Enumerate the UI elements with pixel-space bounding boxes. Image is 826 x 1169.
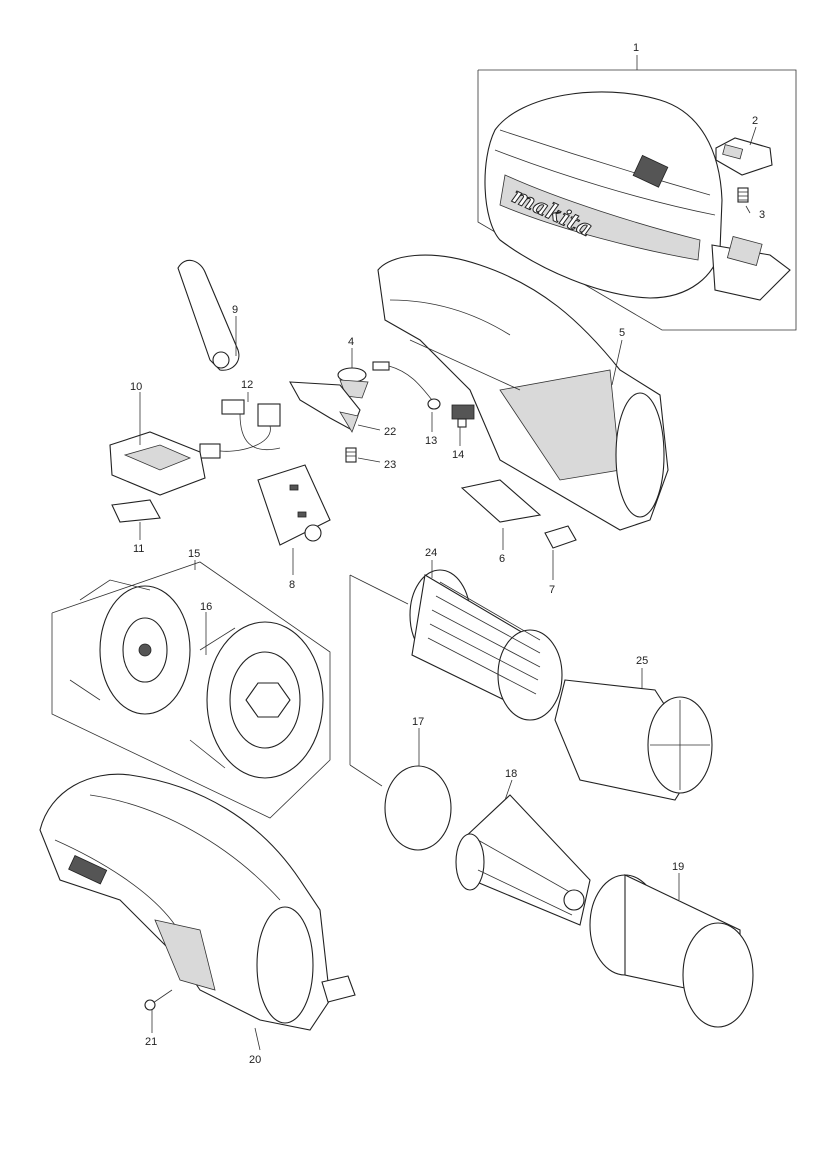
assembly-box-15 [51,561,331,819]
part-terminal [451,404,475,428]
label-part-19: 19 [672,861,684,873]
label-part-15: 15 [188,548,200,560]
label-part-13: 13 [425,435,437,447]
label-part-9: 9 [232,304,238,316]
label-part-11: 11 [133,543,144,555]
part-sponge-filter [554,679,713,801]
label-part-17: 17 [412,716,424,728]
part-label-large [460,479,542,523]
part-wire-lead [372,361,441,410]
label-part-23: 23 [384,459,396,471]
label-part-5: 5 [619,327,625,339]
label-part-3: 3 [759,209,765,221]
part-motor-housing [189,621,324,779]
part-cyclone-cage [455,794,591,926]
part-switch-assembly [199,399,281,459]
label-part-2: 2 [752,115,758,127]
part-battery-terminal [109,431,206,496]
label-part-10: 10 [130,381,142,393]
part-screw [144,989,173,1011]
label-part-16: 16 [200,601,212,613]
part-spring-switch [345,447,357,463]
part-switch-plate [257,464,331,546]
label-part-21: 21 [145,1036,157,1048]
part-switch-bracket [289,381,361,433]
label-part-22: 22 [384,426,396,438]
label-part-1: 1 [633,42,639,54]
assembly-box-1 [477,69,797,331]
part-latch [544,525,577,549]
label-part-6: 6 [499,553,505,565]
part-pleated-filter [409,569,563,721]
part-dust-cup [589,874,754,1028]
label-part-12: 12 [241,379,253,391]
label-part-24: 24 [425,547,437,559]
part-button [715,137,773,176]
part-body-latch [321,975,356,1003]
label-part-7: 7 [549,584,555,596]
part-spring-small [737,187,749,203]
part-strap [177,259,240,371]
label-part-8: 8 [289,579,295,591]
part-label-small [111,499,161,523]
part-main-body [39,773,331,1031]
label-part-20: 20 [249,1054,261,1066]
leader-lines [139,55,757,1051]
part-number-labels: 1 2 3 4 5 6 7 8 9 10 11 12 13 14 15 16 1… [130,42,765,1066]
part-fan-housing [69,579,191,715]
label-part-18: 18 [505,768,517,780]
label-part-4: 4 [348,336,354,348]
label-part-14: 14 [452,449,464,461]
label-part-25: 25 [636,655,648,667]
part-prefilter-disk [384,765,452,851]
part-housing [377,254,669,531]
part-cover: makita [484,91,791,301]
